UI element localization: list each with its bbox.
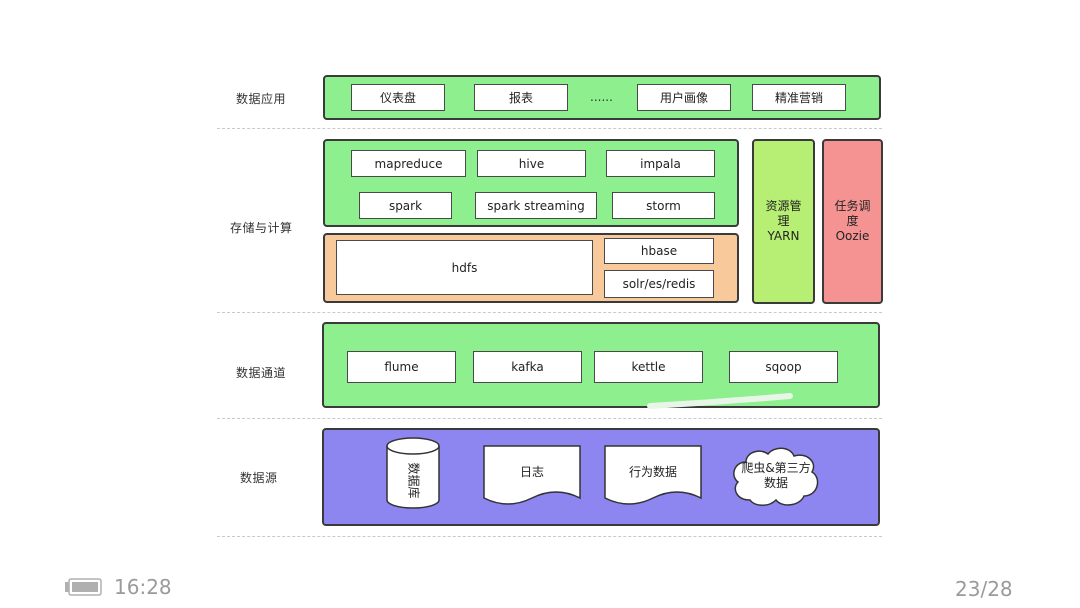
source-behavior-label: 行为数据: [628, 464, 677, 479]
app-item-user-profile: 用户画像: [637, 84, 731, 111]
channel-sqoop: sqoop: [729, 351, 838, 383]
highlight-stroke: [647, 393, 793, 409]
cloud-icon: [733, 447, 819, 506]
page-indicator: 23/28: [955, 577, 1013, 601]
log-document-icon: [483, 445, 581, 505]
compute-impala: impala: [606, 150, 715, 177]
compute-storm: storm: [612, 192, 715, 219]
channel-flume: flume: [347, 351, 456, 383]
source-crawler-label: 爬虫&第三方数据: [741, 461, 811, 490]
app-item-report: 报表: [474, 84, 568, 111]
app-item-dashboard: 仪表盘: [351, 84, 445, 111]
status-time: 16:28: [114, 575, 172, 599]
app-item-ellipsis: ......: [590, 90, 613, 104]
source-log-label: 日志: [519, 464, 544, 479]
storage-solr-es-redis: solr/es/redis: [604, 270, 714, 298]
compute-spark: spark: [359, 192, 452, 219]
source-database-label: 数据库: [383, 450, 443, 510]
layer-label-source: 数据源: [240, 471, 278, 485]
compute-hive: hive: [477, 150, 586, 177]
layer-label-storage-compute: 存储与计算: [230, 221, 293, 235]
storage-hbase: hbase: [604, 238, 714, 264]
battery-icon: [65, 578, 102, 596]
separator: [217, 536, 882, 537]
separator: [217, 312, 882, 313]
resource-management-label: 资源管理 YARN: [765, 199, 802, 243]
source-database-text: 数据库: [406, 461, 421, 499]
app-item-precision-marketing: 精准营销: [752, 84, 846, 111]
scheduling-panel: 任务调度 Oozie: [822, 139, 883, 304]
resource-management-panel: 资源管理 YARN: [752, 139, 815, 304]
separator: [217, 128, 882, 129]
compute-mapreduce: mapreduce: [351, 150, 466, 177]
layer-label-channel: 数据通道: [236, 366, 287, 380]
layer-label-application: 数据应用: [236, 92, 287, 106]
separator: [217, 418, 882, 419]
scheduling-label: 任务调度 Oozie: [834, 199, 871, 243]
channel-kettle: kettle: [594, 351, 703, 383]
behavior-document-icon: [604, 445, 702, 505]
channel-kafka: kafka: [473, 351, 582, 383]
storage-hdfs: hdfs: [336, 240, 593, 295]
database-icon: [386, 437, 440, 509]
compute-spark-streaming: spark streaming: [475, 192, 597, 219]
